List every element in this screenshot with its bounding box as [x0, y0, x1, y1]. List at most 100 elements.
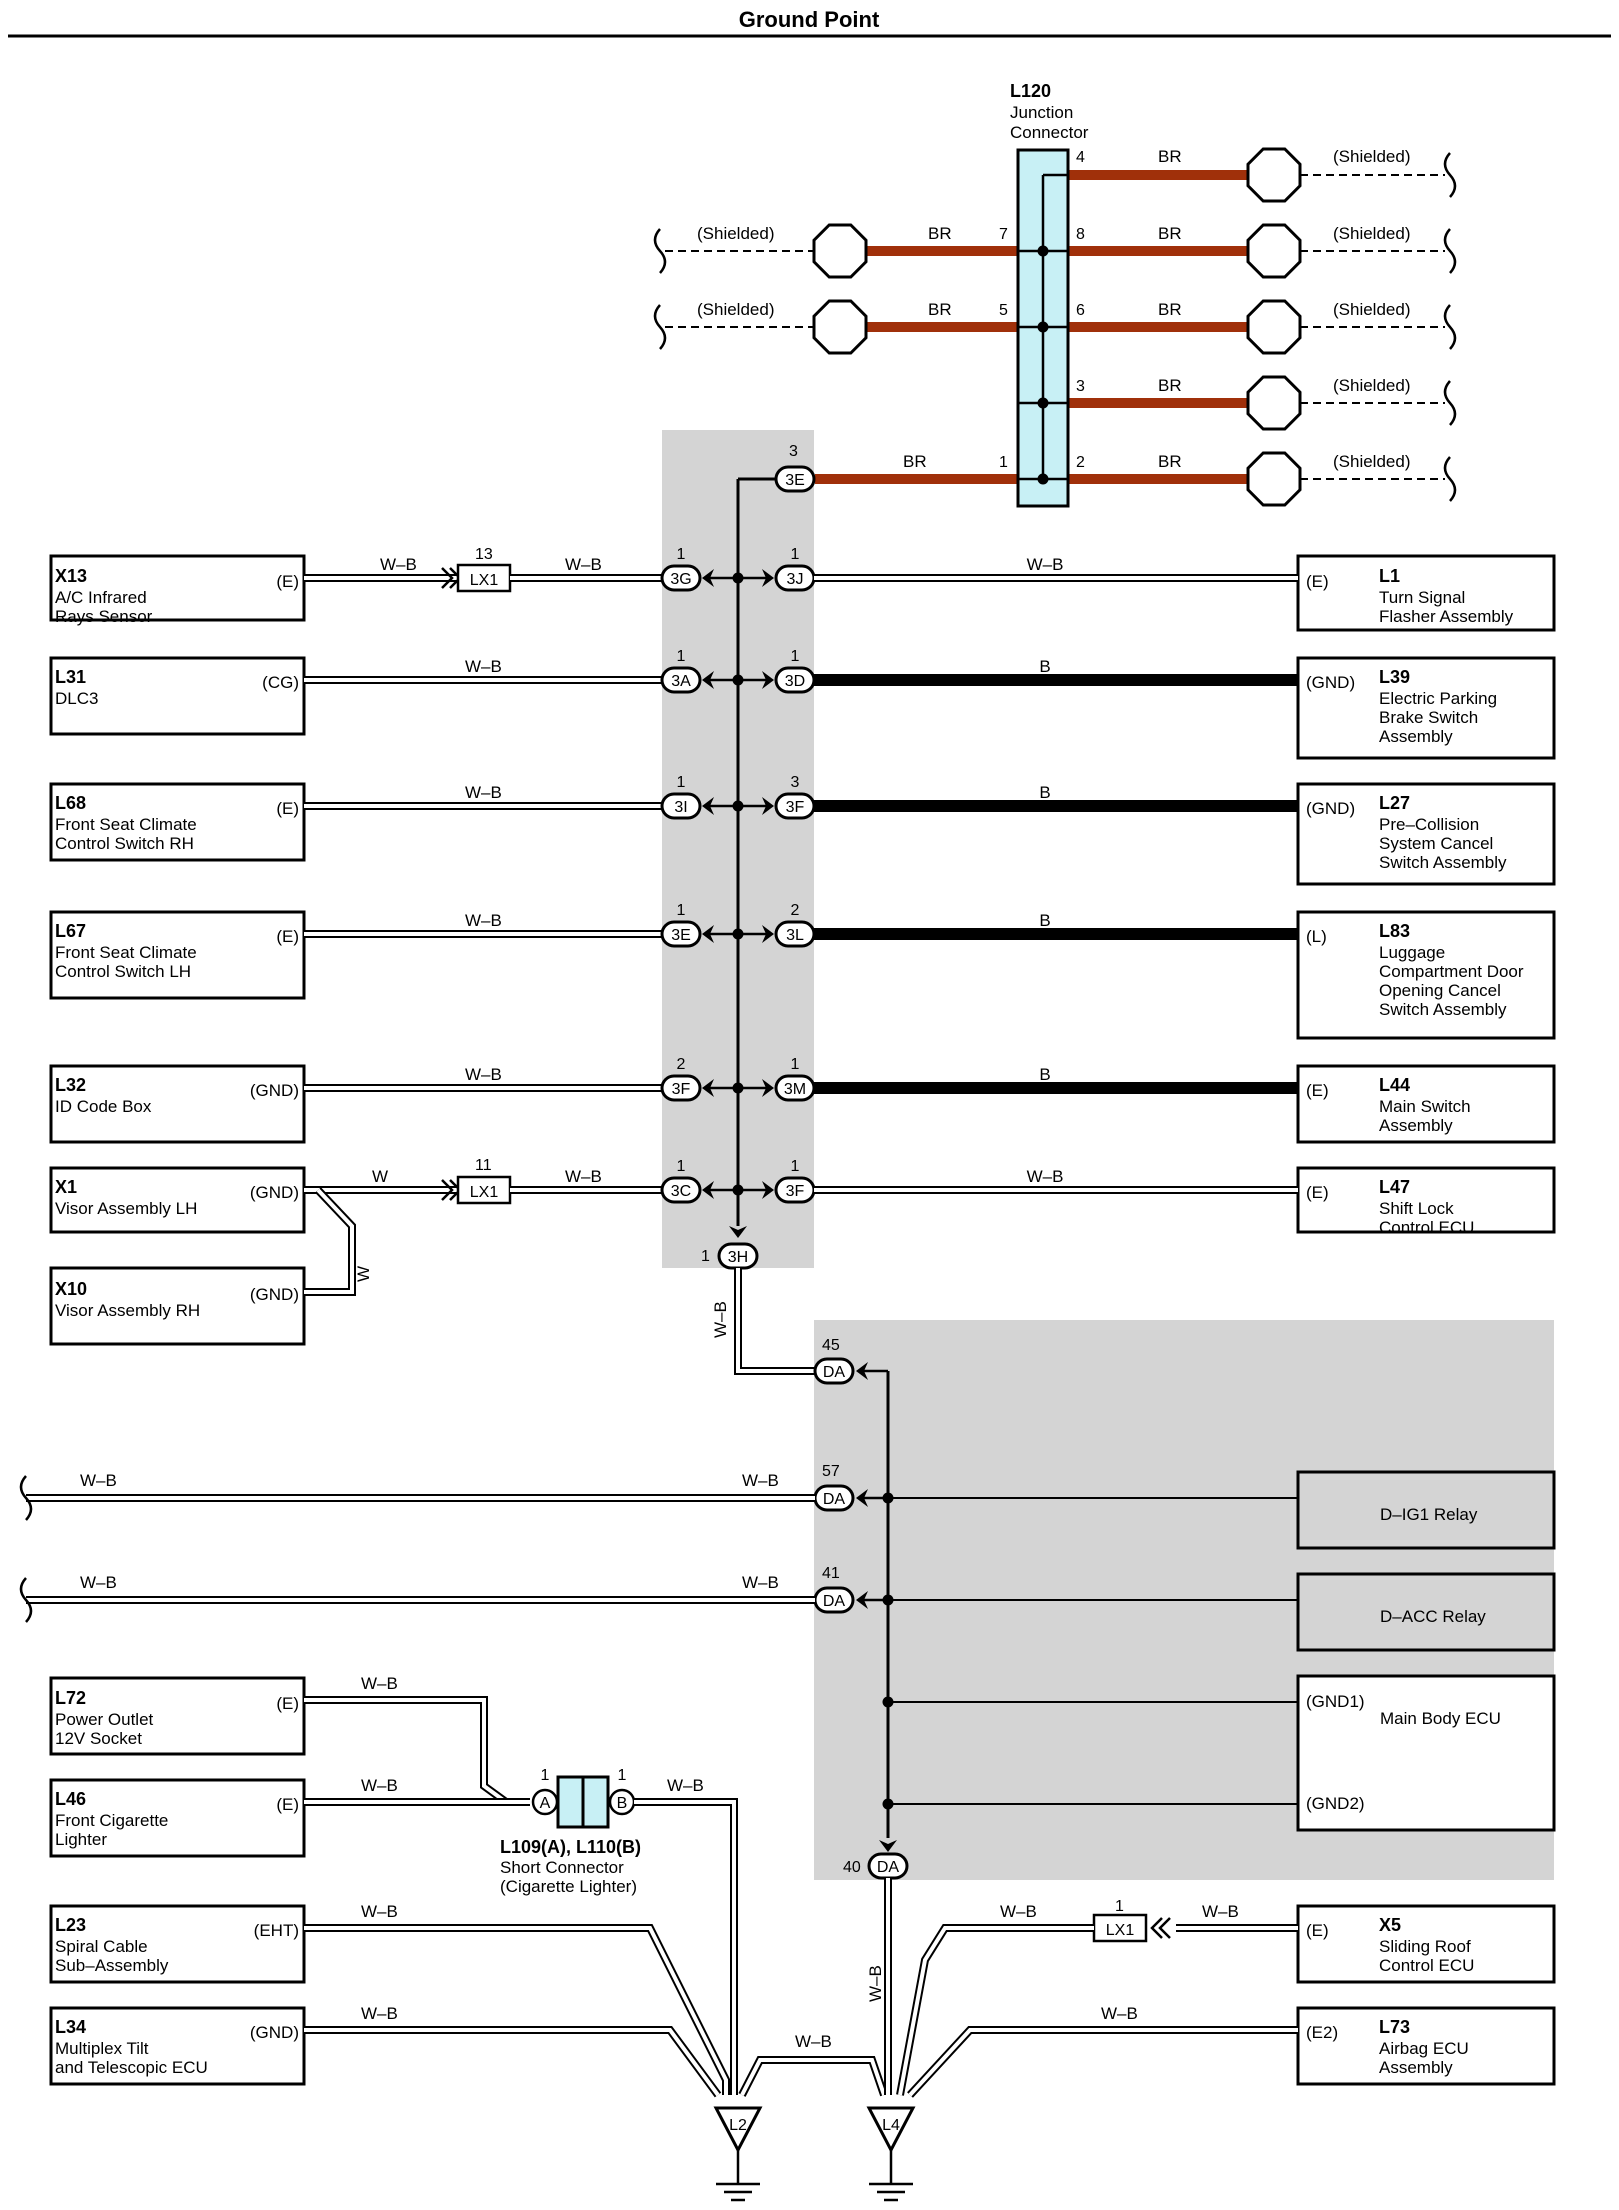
pin-da-45-number: 45 — [822, 1337, 840, 1354]
l120-code: L120 — [1010, 81, 1051, 101]
x1-wire-color-b: W–B — [565, 1167, 602, 1186]
l39-name-2: Brake Switch — [1379, 708, 1478, 727]
diagram-title: Ground Point — [739, 7, 880, 32]
x10-terminal: (GND) — [250, 1285, 299, 1304]
l39-name-3: Assembly — [1379, 727, 1453, 746]
l120-pin-2: 2 — [1076, 454, 1085, 471]
l83-name-1: Luggage — [1379, 943, 1445, 962]
l83-code: L83 — [1379, 921, 1410, 941]
l31-arrow — [702, 671, 714, 689]
l34-name-2: and Telescopic ECU — [55, 2058, 208, 2077]
l73-wire — [907, 2026, 1298, 2098]
d-acc-relay-label: D–ACC Relay — [1380, 1607, 1486, 1626]
l27-name-1: Pre–Collision — [1379, 815, 1479, 834]
l67-arrow — [702, 925, 714, 943]
x13-wire-color-b: W–B — [565, 555, 602, 574]
l120-name-2: Connector — [1010, 123, 1089, 142]
l44-pin-number: 1 — [791, 1056, 800, 1073]
l47-name-2: Control ECU — [1379, 1218, 1474, 1237]
l27-pin-number: 3 — [791, 774, 800, 791]
l120-pin-8: 8 — [1076, 226, 1085, 243]
l83-pin-number: 2 — [791, 902, 800, 919]
pin-3e-top — [774, 465, 816, 493]
pin-3h-label: 3H — [728, 1249, 748, 1266]
l73-wire-core — [908, 2028, 1298, 2097]
l120-pin-3: 3 — [1076, 378, 1085, 395]
l27-code: L27 — [1379, 793, 1410, 813]
x13-chevron — [441, 567, 454, 589]
l39-pin-label: 3D — [785, 673, 805, 690]
l120-pin-6: 6 — [1076, 302, 1085, 319]
short-out-wire-core — [634, 1800, 736, 2095]
l120-left-7-shield — [812, 223, 868, 279]
l47-terminal: (E) — [1306, 1183, 1329, 1202]
l23-wire-core — [304, 1926, 728, 2095]
l120-node-0 — [1037, 245, 1049, 257]
da-41-arrow — [856, 1591, 868, 1609]
l23-code: L23 — [55, 1915, 86, 1935]
pin-da-45-label: DA — [823, 1364, 846, 1381]
l68-name-1: Front Seat Climate — [55, 815, 197, 834]
l32-wire-color: W–B — [465, 1065, 502, 1084]
l120-left-5-shield — [812, 299, 868, 355]
l23-name-2: Sub–Assembly — [55, 1956, 169, 1975]
l34-box — [49, 2006, 306, 2086]
l32-box — [49, 1064, 306, 1144]
l46-terminal: (E) — [276, 1795, 299, 1814]
l31-box — [49, 656, 306, 736]
l47-name-1: Shift Lock — [1379, 1199, 1454, 1218]
l47-arrow — [762, 1181, 774, 1199]
l68-code: L68 — [55, 793, 86, 813]
pin-da-57-label: DA — [823, 1491, 846, 1508]
short-connector-name-2: (Cigarette Lighter) — [500, 1877, 637, 1896]
l44-wire-color: B — [1039, 1065, 1050, 1084]
x5-box — [1296, 1904, 1556, 1984]
pin-3h-number: 1 — [701, 1248, 710, 1265]
l83-wire-color: B — [1039, 911, 1050, 930]
l39-code: L39 — [1379, 667, 1410, 687]
block3-bus-arrow — [729, 1226, 747, 1238]
x10-code: X10 — [55, 1279, 87, 1299]
l120-right-6-break — [1443, 304, 1457, 350]
l120-right-6-shield — [1246, 299, 1302, 355]
l39-box — [1296, 656, 1556, 760]
l32-terminal: (GND) — [250, 1081, 299, 1100]
short-pin-b-number: 1 — [618, 1767, 627, 1784]
l31-pin-label: 3A — [671, 673, 691, 690]
l83-name-3: Opening Cancel — [1379, 981, 1501, 1000]
l39-terminal: (GND) — [1306, 673, 1355, 692]
l44-box — [1296, 1064, 1556, 1144]
x13-pin-label: 3G — [670, 571, 691, 588]
bus-node-5 — [732, 1184, 744, 1196]
l83-terminal: (L) — [1306, 927, 1327, 946]
x10-name-1: Visor Assembly RH — [55, 1301, 200, 1320]
l120-node-2 — [1037, 397, 1049, 409]
l72-wire-color: W–B — [361, 1674, 398, 1693]
bus-node-1 — [732, 674, 744, 686]
l32-pin-number: 2 — [677, 1056, 686, 1073]
x1-pin-label: 3C — [671, 1183, 691, 1200]
l1-pin-number: 1 — [791, 546, 800, 563]
l32-code: L32 — [55, 1075, 86, 1095]
l34-name-1: Multiplex Tilt — [55, 2039, 149, 2058]
lx1-1-number: 1 — [1115, 1898, 1124, 1915]
l68-pin-number: 1 — [677, 774, 686, 791]
l32-pin — [660, 1074, 702, 1102]
l1-terminal: (E) — [1306, 572, 1329, 591]
l68-name-2: Control Switch RH — [55, 834, 194, 853]
l120-right-2-break — [1443, 456, 1457, 502]
l120-right-8-break — [1443, 228, 1457, 274]
bus-wire-break-1 — [19, 1577, 33, 1623]
l44-arrow — [762, 1079, 774, 1097]
l27-pin-label: 3F — [786, 799, 805, 816]
lx1-11-number: 11 — [475, 1157, 492, 1174]
l1-name-1: Turn Signal — [1379, 588, 1465, 607]
l67-pin-number: 1 — [677, 902, 686, 919]
x13-arrow — [702, 569, 714, 587]
ground-l2-triangle — [713, 2106, 763, 2154]
lx1-13-number: 13 — [475, 546, 493, 563]
x1-name-1: Visor Assembly LH — [55, 1199, 197, 1218]
x1-arrow — [702, 1181, 714, 1199]
x13-lx1 — [456, 563, 512, 593]
